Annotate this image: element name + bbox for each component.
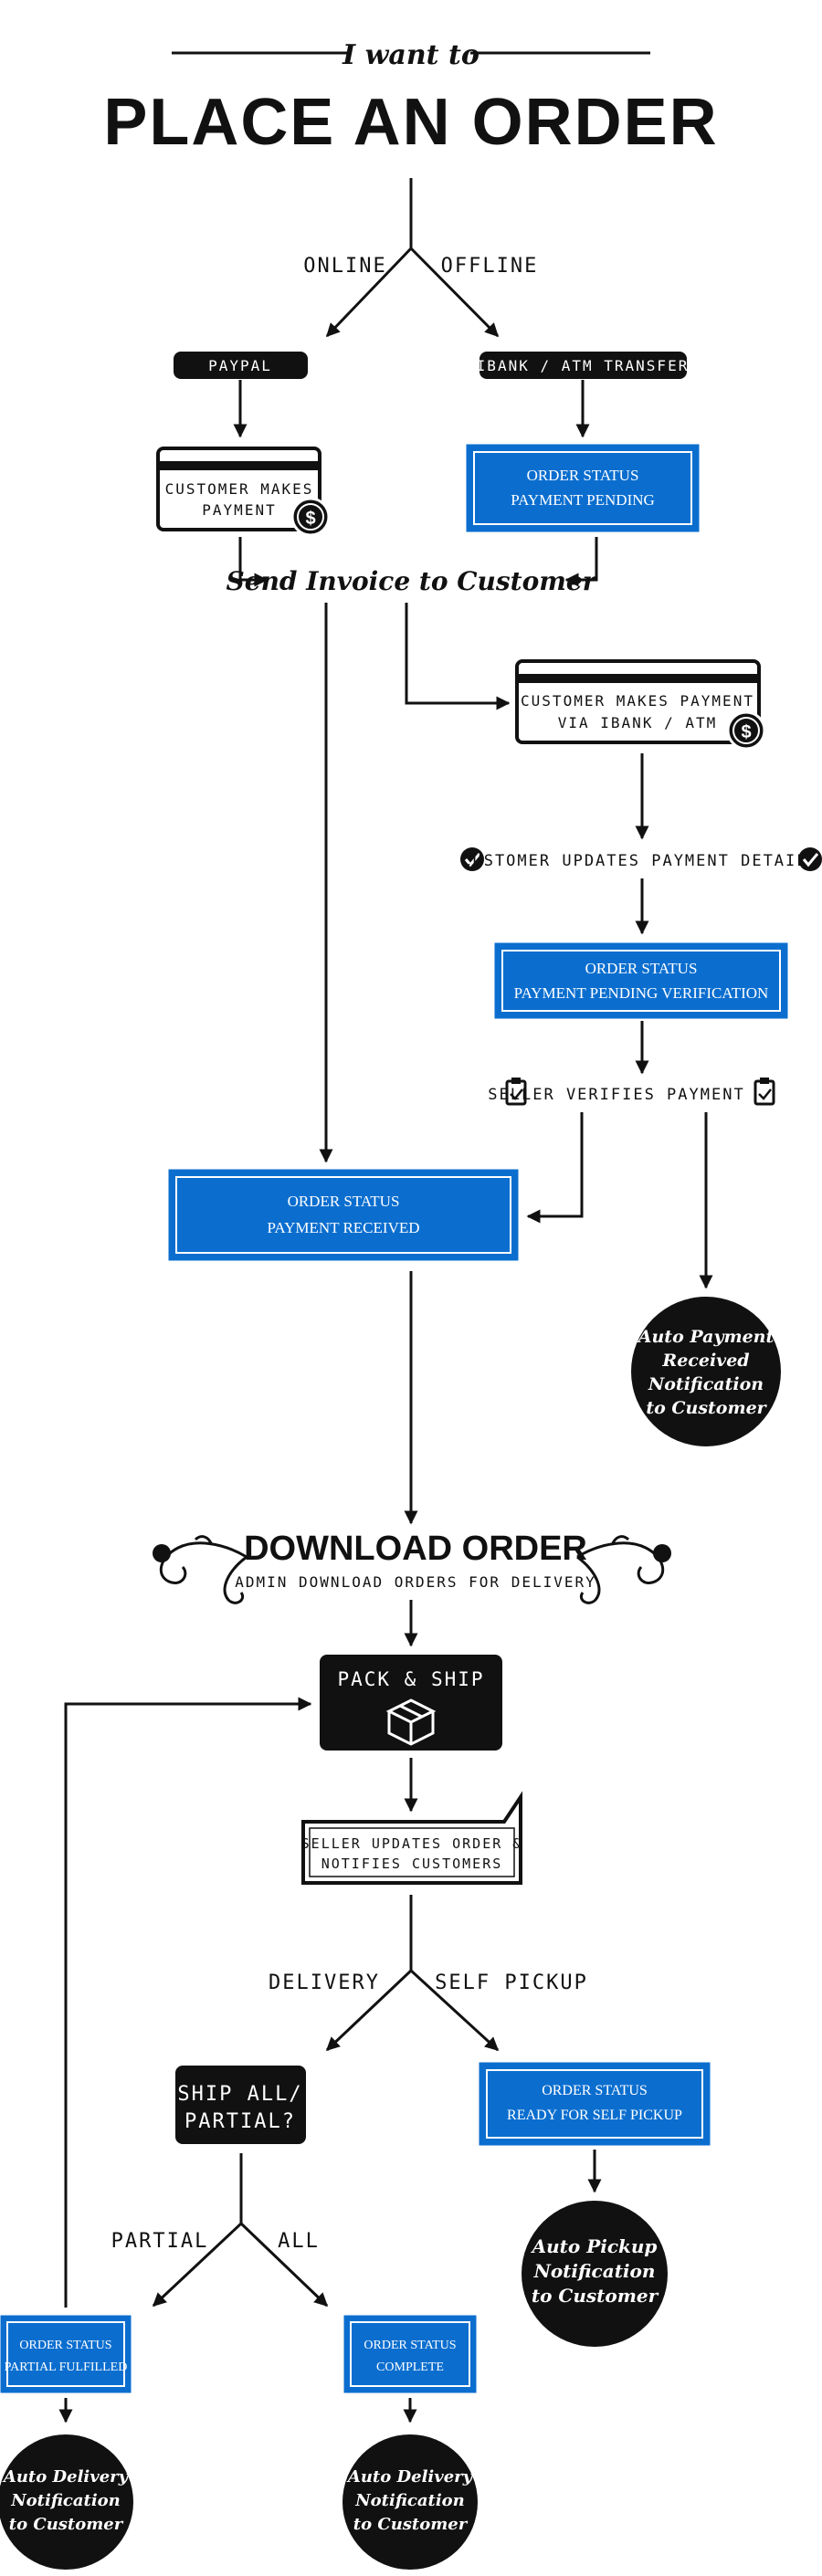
check-circle-icon (460, 847, 484, 871)
flourish-ornament-icon (576, 1535, 671, 1604)
svg-text:PAYMENT RECEIVED: PAYMENT RECEIVED (267, 1219, 419, 1236)
flourish-ornament-icon (153, 1535, 248, 1604)
branch-online-label: ONLINE (303, 255, 386, 278)
branch-partial-all: PARTIAL ALL (111, 2153, 329, 2308)
check-circle-icon (798, 847, 822, 871)
download-order-subtitle: ADMIN DOWNLOAD ORDERS FOR DELIVERY (235, 1573, 596, 1591)
card-customer-makes-payment: CUSTOMER MAKES PAYMENT $ (156, 447, 331, 537)
svg-text:Notification: Notification (533, 2260, 656, 2282)
svg-text:Auto Pickup: Auto Pickup (531, 2235, 658, 2257)
svg-text:PACK & SHIP: PACK & SHIP (337, 1668, 484, 1690)
svg-text:ORDER STATUS: ORDER STATUS (542, 2083, 648, 2098)
status-ready-for-self-pickup: ORDER STATUS READY FOR SELF PICKUP (479, 2062, 711, 2146)
svg-text:ORDER STATUS: ORDER STATUS (364, 2339, 456, 2352)
clipboard-check-icon (505, 1078, 527, 1106)
svg-text:READY FOR SELF PICKUP: READY FOR SELF PICKUP (507, 2108, 682, 2123)
status-payment-pending-verification: ORDER STATUS PAYMENT PENDING VERIFICATIO… (494, 942, 788, 1019)
svg-text:ORDER STATUS: ORDER STATUS (585, 960, 698, 977)
svg-text:to Customer: to Customer (353, 2515, 469, 2534)
pill-ibank: IBANK / ATM TRANSFER (477, 352, 690, 379)
status-payment-pending: ORDER STATUS PAYMENT PENDING (466, 444, 700, 532)
dollar-coin-icon: $ (726, 710, 766, 751)
download-order-title: DOWNLOAD ORDER (244, 1530, 587, 1568)
status-complete: ORDER STATUS COMPLETE (343, 2315, 477, 2393)
svg-text:Notification: Notification (354, 2491, 465, 2510)
step-seller-updates: SELLER UPDATES ORDER & NOTIFIES CUSTOMER… (301, 1791, 523, 1885)
svg-text:ORDER STATUS: ORDER STATUS (288, 1193, 400, 1210)
svg-text:CUSTOMER MAKES PAYMENT: CUSTOMER MAKES PAYMENT (521, 692, 754, 710)
svg-text:PAYMENT PENDING: PAYMENT PENDING (511, 491, 655, 509)
status-payment-received: ORDER STATUS PAYMENT RECEIVED (168, 1169, 519, 1261)
status-partial-fulfilled: ORDER STATUS PARTIAL FULFILLED (0, 2315, 132, 2393)
svg-text:to Customer: to Customer (532, 2285, 659, 2307)
branch-all-label: ALL (278, 2230, 320, 2253)
svg-text:Auto Delivery: Auto Delivery (346, 2467, 474, 2487)
svg-text:SELLER VERIFIES PAYMENT: SELLER VERIFIES PAYMENT (488, 1086, 744, 1104)
svg-text:CUSTOMER MAKES: CUSTOMER MAKES (165, 480, 314, 498)
auto-delivery-notification-right: Auto Delivery Notification to Customer (342, 2434, 478, 2570)
branch-online-offline: ONLINE OFFLINE (303, 178, 539, 338)
download-order-section: DOWNLOAD ORDER ADMIN DOWNLOAD ORDERS FOR… (153, 1530, 671, 1604)
auto-payment-notification: Auto Payment Received Notification to Cu… (631, 1297, 781, 1446)
page-title: PLACE AN ORDER (103, 86, 718, 159)
auto-delivery-notification-left: Auto Delivery Notification to Customer (0, 2434, 133, 2570)
step-pack-and-ship: PACK & SHIP (320, 1655, 502, 1751)
svg-text:ORDER STATUS: ORDER STATUS (19, 2339, 111, 2352)
svg-text:PAYPAL: PAYPAL (208, 357, 272, 374)
header: I want to PLACE AN ORDER (103, 39, 718, 159)
dollar-coin-icon: $ (290, 497, 331, 537)
svg-text:PARTIAL?: PARTIAL? (184, 2110, 296, 2133)
svg-text:PAYMENT PENDING VERIFICATION: PAYMENT PENDING VERIFICATION (514, 984, 769, 1002)
branch-delivery-label: DELIVERY (269, 1971, 380, 1994)
svg-text:SELLER UPDATES ORDER &: SELLER UPDATES ORDER & (301, 1835, 523, 1852)
branch-offline-label: OFFLINE (441, 255, 539, 278)
branch-self-pickup-label: SELF PICKUP (435, 1971, 588, 1994)
pill-paypal: PAYPAL (174, 352, 308, 379)
branch-partial-label: PARTIAL (111, 2230, 209, 2253)
svg-text:SHIP ALL/: SHIP ALL/ (177, 2083, 302, 2106)
svg-text:CUSTOMER UPDATES PAYMENT DETAI: CUSTOMER UPDATES PAYMENT DETAILS (461, 852, 819, 870)
svg-text:PAYMENT: PAYMENT (202, 501, 276, 519)
svg-text:Auto Delivery: Auto Delivery (2, 2467, 130, 2487)
clipboard-check-icon (754, 1078, 775, 1106)
svg-text:Received: Received (661, 1351, 749, 1371)
svg-text:to Customer: to Customer (646, 1398, 767, 1418)
svg-text:ORDER STATUS: ORDER STATUS (527, 467, 639, 484)
auto-pickup-notification: Auto Pickup Notification to Customer (522, 2201, 668, 2347)
step-customer-updates: CUSTOMER UPDATES PAYMENT DETAILS (460, 847, 822, 871)
branch-delivery-pickup: DELIVERY SELF PICKUP (269, 1895, 588, 2052)
svg-text:Notification: Notification (648, 1374, 764, 1394)
svg-text:COMPLETE: COMPLETE (376, 2360, 444, 2374)
step-ship-all-partial: SHIP ALL/ PARTIAL? (175, 2066, 306, 2144)
step-seller-verifies: SELLER VERIFIES PAYMENT (488, 1078, 775, 1106)
svg-text:NOTIFIES CUSTOMERS: NOTIFIES CUSTOMERS (321, 1856, 503, 1872)
card-customer-makes-payment-ibank: CUSTOMER MAKES PAYMENT VIA IBANK / ATM $ (515, 659, 766, 751)
svg-text:PARTIAL FULFILLED: PARTIAL FULFILLED (5, 2360, 128, 2374)
svg-text:to Customer: to Customer (9, 2515, 124, 2534)
svg-text:$: $ (741, 722, 751, 742)
package-box-icon (385, 1698, 437, 1746)
send-invoice-label: Send Invoice to Customer (227, 566, 598, 596)
svg-text:Auto Payment: Auto Payment (637, 1327, 775, 1347)
svg-text:Notification: Notification (10, 2491, 121, 2510)
svg-text:$: $ (305, 509, 315, 529)
svg-text:VIA IBANK / ATM: VIA IBANK / ATM (558, 714, 718, 731)
header-intro: I want to (342, 39, 480, 71)
svg-text:IBANK / ATM TRANSFER: IBANK / ATM TRANSFER (477, 357, 690, 374)
